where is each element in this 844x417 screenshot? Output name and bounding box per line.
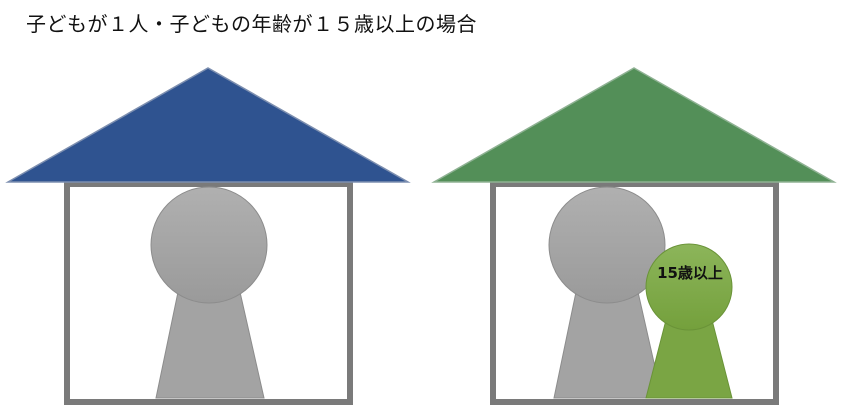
figure-head — [150, 186, 268, 304]
house-wall — [490, 181, 779, 405]
figure-head — [548, 186, 666, 304]
page-title: 子どもが１人・子どもの年齢が１５歳以上の場合 — [26, 12, 477, 36]
child-body — [645, 319, 733, 399]
house-single — [5, 67, 411, 405]
house-parent-and-child — [431, 67, 837, 405]
figure-body — [155, 291, 265, 399]
parent-figure — [150, 186, 268, 399]
child-head — [645, 243, 733, 331]
house-wall — [64, 181, 353, 405]
house-roof — [431, 67, 837, 183]
child-age-label: 15歳以上 — [657, 264, 723, 282]
figure-body — [553, 291, 663, 399]
house-roof — [5, 67, 411, 183]
parent-figure — [548, 186, 666, 399]
child-figure — [645, 243, 733, 399]
